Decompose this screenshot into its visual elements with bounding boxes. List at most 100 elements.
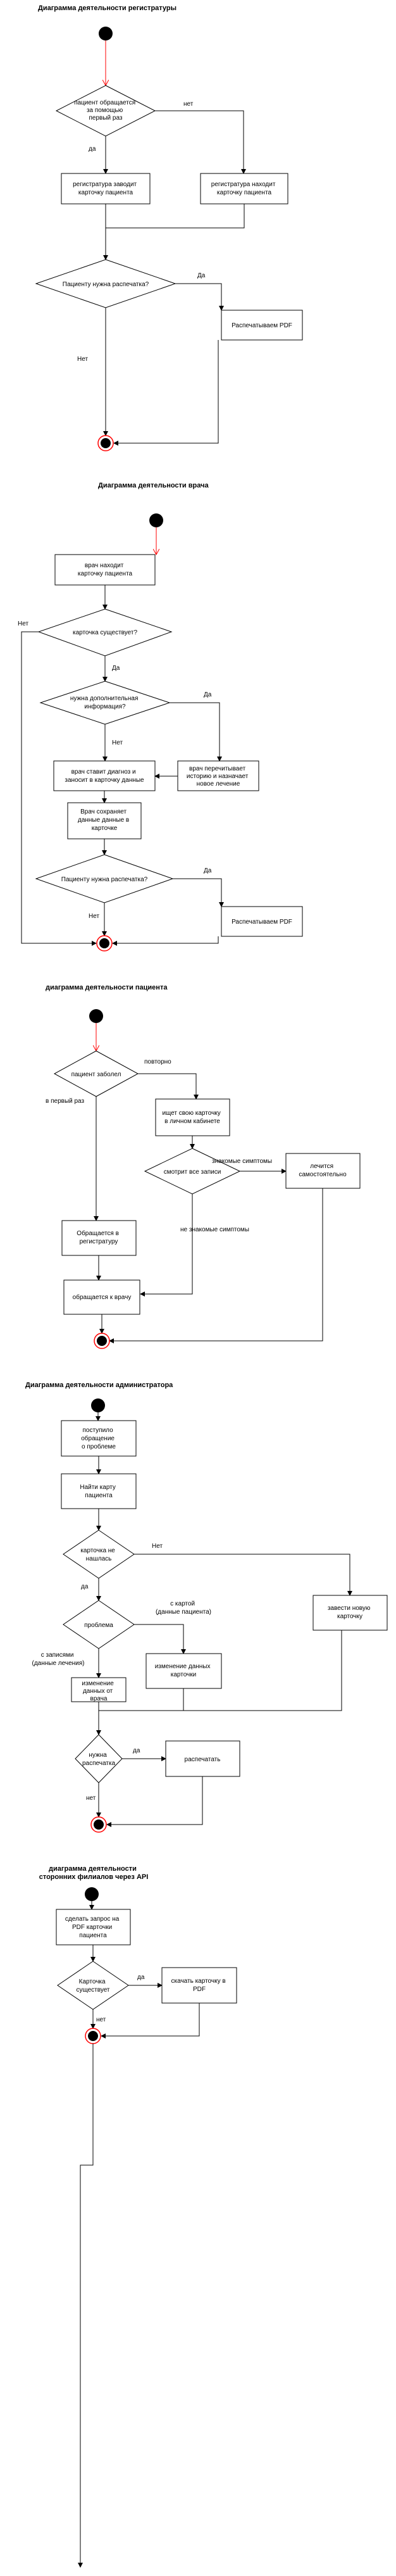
label-known: знакомые симптомы <box>212 1158 272 1165</box>
decision-card-exists-text: карточка существует? <box>73 629 137 636</box>
action-doctor-print-text: Распечатываем PDF <box>232 919 292 926</box>
action-diagnose-text: врач ставит диагноз и заносит в карточку… <box>65 769 144 784</box>
label-admin-print-yes: да <box>133 1747 140 1754</box>
label-api-yes: да <box>137 1974 145 1981</box>
doctor-diagram: Диаграмма деятельности врача врач находи… <box>18 482 303 952</box>
action-find-card <box>200 173 288 204</box>
decision-doctor-print-text: Пациенту нужна распечатка? <box>61 876 148 883</box>
dangling-edge <box>78 2044 94 2568</box>
label-card-no: Нет <box>18 620 28 627</box>
action-diagnose <box>53 760 156 791</box>
doctor-title: Диаграмма деятельности врача <box>98 482 209 489</box>
label-unknown: не знакомые симптомы <box>180 1226 249 1233</box>
edge <box>134 1554 352 1596</box>
decision-more-info <box>39 681 171 725</box>
action-doctor-print <box>221 906 303 937</box>
initial-node <box>149 513 163 527</box>
decision-card-exists-api <box>57 1961 129 2010</box>
decision-sick-text: пациент заболел <box>71 1071 121 1078</box>
action-new-card-text: завести новую карточку <box>328 1605 372 1620</box>
edge <box>134 1624 186 1654</box>
action-create-card <box>61 173 151 204</box>
patient-title: диаграмма деятельности пациента <box>46 984 168 991</box>
label-again: повторно <box>144 1059 171 1065</box>
label-first-time: в первый раз <box>46 1098 85 1105</box>
label-found-yes: да <box>81 1583 89 1590</box>
label-doctor-print-yes: Да <box>204 867 212 874</box>
initial-node <box>91 1398 105 1412</box>
action-request-pdf-text: сделать запрос на PDF карточки пациента <box>65 1916 121 1939</box>
edge <box>155 110 246 174</box>
label-no: нет <box>183 101 194 108</box>
edge <box>112 936 219 946</box>
action-go-registry <box>61 1220 137 1256</box>
api-diagram: диаграмма деятельности сторонних филиало… <box>39 1865 237 2568</box>
edge <box>109 1188 323 1343</box>
edge <box>106 204 245 229</box>
label-with-records: с записями (данные лечения) <box>32 1652 85 1667</box>
initial-node <box>89 1009 103 1023</box>
label-doctor-print-no: Нет <box>89 913 99 920</box>
label-admin-print-no: нет <box>86 1795 96 1802</box>
label-print-no: Нет <box>77 356 88 363</box>
registry-title: Диаграмма деятельности регистратуры <box>38 4 176 12</box>
action-print-text: Распечатываем PDF <box>232 322 292 329</box>
action-receive-request <box>61 1420 137 1457</box>
action-change-doctor-data <box>71 1677 127 1702</box>
action-save-data-text: Врач сохраняет данные данные в карточке <box>78 808 131 832</box>
action-admin-print <box>165 1740 240 1777</box>
decision-admin-print <box>75 1734 123 1783</box>
action-go-doctor-text: обращается к врачу <box>73 1293 132 1301</box>
action-review-history-text: врач перечитывает историю и назначает но… <box>187 765 250 788</box>
action-review-history <box>177 760 259 791</box>
action-find-patient-card-text: Найти карту пациента <box>80 1484 117 1499</box>
edge <box>170 702 222 762</box>
admin-diagram: Диаграмма деятельности администратора по… <box>25 1381 388 1833</box>
label-print-yes: Да <box>197 272 206 279</box>
edge <box>173 878 224 907</box>
label-more-no: Нет <box>112 739 123 746</box>
registry-diagram: Диаграмма деятельности регистратуры паци… <box>35 4 303 451</box>
action-self-treat-text: лечится самостоятельно <box>299 1163 347 1178</box>
action-change-card <box>145 1653 222 1689</box>
action-download-pdf-text: скачать карточку в PDF <box>171 1978 228 1993</box>
decision-card-found-text: карточка не нашлась <box>80 1547 116 1562</box>
edge <box>113 340 219 446</box>
action-request-pdf <box>56 1909 131 1945</box>
decision-card-exists-api-text: Карточка существует <box>76 1978 109 1994</box>
action-go-registry-text: Обращается в регистратуру <box>77 1229 120 1245</box>
action-admin-print-text: распечатать <box>185 1756 221 1763</box>
decision-view-records-text: смотрит все записи <box>164 1169 221 1176</box>
api-title: диаграмма деятельности сторонних филиало… <box>39 1865 149 1881</box>
edge <box>175 283 224 311</box>
decision-print-text: Пациенту нужна распечатка? <box>63 281 149 288</box>
decision-admin-print-text: нужна распечатка <box>82 1752 115 1767</box>
action-new-card <box>312 1595 388 1631</box>
action-change-card-text: изменение данных карточки <box>155 1663 213 1678</box>
edge <box>140 1194 193 1297</box>
edge <box>106 1776 203 1827</box>
edge <box>101 2003 200 2039</box>
edge <box>21 631 97 946</box>
action-doctor-find-card <box>54 554 156 586</box>
patient-diagram: диаграмма деятельности пациента пациент … <box>46 984 361 1349</box>
label-card-yes: Да <box>112 665 120 672</box>
action-save-data <box>67 802 142 839</box>
action-self-treat <box>285 1153 361 1189</box>
decision-problem-text: проблема <box>84 1621 113 1629</box>
action-receive-request-text: поступило обращение о проблеме <box>81 1427 116 1450</box>
label-found-no: Нет <box>152 1543 163 1550</box>
decision-first-visit-text: пациент обращается за помощью первый раз <box>74 99 137 122</box>
label-with-card: с картой (данные пациента) <box>156 1600 211 1616</box>
action-create-card-text: регистратура заводит карточку пациента <box>73 181 139 196</box>
initial-node <box>85 1887 99 1901</box>
label-more-yes: Да <box>204 691 212 698</box>
action-find-patient-card <box>61 1473 137 1509</box>
action-change-doctor-data-text: изменение данных от врача <box>82 1680 115 1702</box>
label-yes: да <box>89 146 96 153</box>
edge <box>138 1073 199 1100</box>
action-find-card-text: регистратура находит карточку пациента <box>211 181 277 196</box>
decision-card-found <box>63 1530 135 1579</box>
edge <box>183 1630 342 1711</box>
